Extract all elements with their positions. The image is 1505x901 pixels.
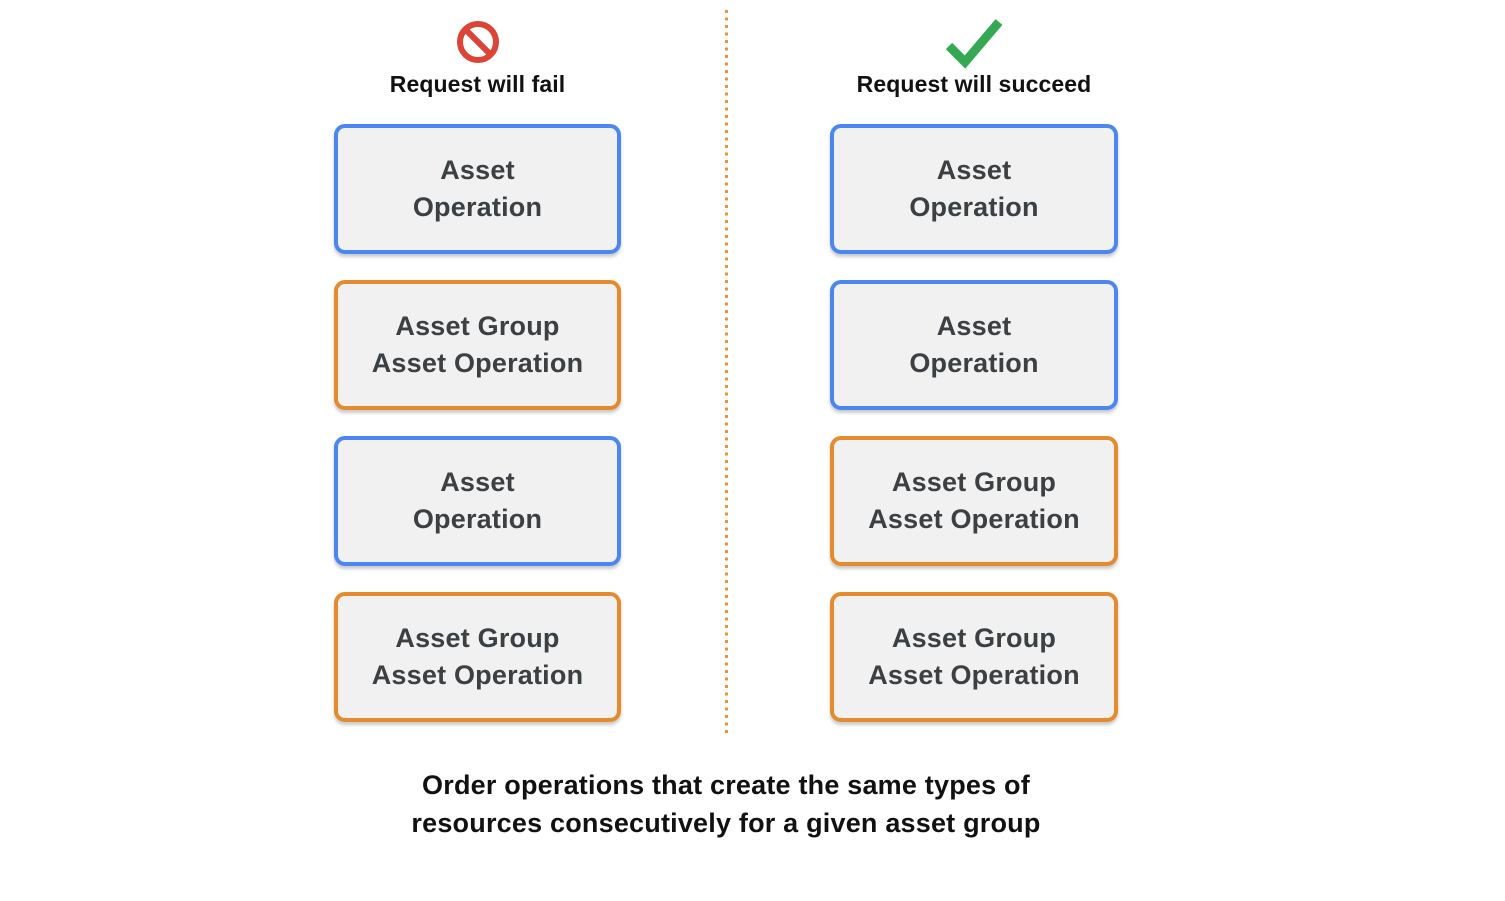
succeed-column: Request will succeed Asset Operation Ass… — [830, 0, 1118, 722]
fail-column-header: Request will fail — [389, 71, 566, 97]
succeed-box-2-label: Asset Operation — [909, 311, 1039, 378]
fail-box-4: Asset Group Asset Operation — [334, 592, 621, 722]
fail-box-2-label: Asset Group Asset Operation — [371, 311, 584, 378]
checkmark-icon — [945, 19, 1003, 69]
prohibition-icon — [456, 21, 499, 63]
fail-box-1: Asset Operation — [334, 124, 621, 254]
fail-box-3: Asset Operation — [334, 436, 621, 566]
succeed-box-3: Asset Group Asset Operation — [830, 436, 1118, 566]
fail-box-3-label: Asset Operation — [412, 467, 543, 534]
succeed-box-3-label: Asset Group Asset Operation — [868, 467, 1080, 534]
succeed-icon-wrap — [941, 16, 1007, 69]
diagram-caption: Order operations that create the same ty… — [411, 770, 1041, 838]
fail-box-2: Asset Group Asset Operation — [334, 280, 621, 410]
succeed-box-2: Asset Operation — [830, 280, 1118, 410]
succeed-box-4-label: Asset Group Asset Operation — [868, 623, 1080, 690]
fail-column: Request will fail Asset Operation Asset … — [334, 0, 621, 722]
fail-box-1-label: Asset Operation — [412, 155, 543, 222]
succeed-column-header: Request will succeed — [856, 71, 1092, 97]
succeed-box-4: Asset Group Asset Operation — [830, 592, 1118, 722]
fail-icon-wrap — [455, 16, 501, 68]
fail-box-4-label: Asset Group Asset Operation — [371, 623, 584, 690]
dotted-divider — [725, 10, 728, 737]
succeed-box-1-label: Asset Operation — [909, 155, 1039, 222]
succeed-box-1: Asset Operation — [830, 124, 1118, 254]
